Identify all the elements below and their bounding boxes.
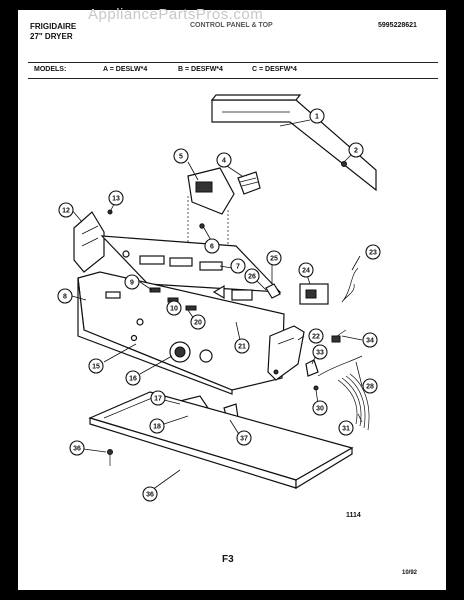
- callout-31: 31: [338, 420, 354, 436]
- switch-assembly: [149, 287, 197, 311]
- callout-22: 22: [308, 328, 324, 344]
- callout-4: 4: [216, 152, 232, 168]
- callout-17: 17: [150, 390, 166, 406]
- section-title: CONTROL PANEL & TOP: [190, 22, 273, 29]
- svg-text:1: 1: [315, 114, 319, 121]
- callout-10: 10: [166, 300, 182, 316]
- callout-13: 13: [108, 190, 124, 206]
- svg-text:8: 8: [63, 294, 67, 301]
- console-front-panel: [77, 271, 285, 395]
- clip-25: [265, 283, 281, 299]
- svg-text:26: 26: [248, 274, 256, 281]
- svg-text:34: 34: [366, 338, 374, 345]
- callout-15: 15: [88, 358, 104, 374]
- svg-text:21: 21: [238, 344, 246, 351]
- watermark: AppliancePartsPros.com: [88, 6, 264, 23]
- svg-text:5: 5: [179, 154, 183, 161]
- screw-2: [341, 161, 347, 167]
- diagram-number: 1114: [346, 512, 361, 519]
- svg-text:23: 23: [369, 250, 377, 257]
- svg-text:22: 22: [312, 334, 320, 341]
- product-label: 27" DRYER: [30, 32, 73, 41]
- model-b: B = DESFW*4: [178, 66, 223, 73]
- callout-1: 1: [309, 108, 325, 124]
- callout-2: 2: [348, 142, 364, 158]
- callout-30: 30: [312, 400, 328, 416]
- wire-bundle: [337, 373, 370, 431]
- svg-text:12: 12: [62, 208, 70, 215]
- svg-text:6: 6: [210, 244, 214, 251]
- svg-text:36: 36: [146, 492, 154, 499]
- screw-6: [199, 223, 205, 229]
- callout-28: 28: [362, 378, 378, 394]
- timer-motor: [299, 283, 329, 305]
- model-a: A = DESLW*4: [103, 66, 148, 73]
- svg-text:18: 18: [153, 424, 161, 431]
- callout-8: 8: [57, 288, 73, 304]
- callout-36b: 36: [142, 486, 158, 502]
- callout-25: 25: [266, 250, 282, 266]
- header-rule-bottom: [28, 78, 438, 79]
- screw-32: [313, 385, 319, 391]
- revision-date: 10/92: [402, 570, 418, 576]
- svg-text:37: 37: [240, 436, 248, 443]
- right-end-cap: [267, 325, 305, 381]
- svg-text:33: 33: [316, 350, 324, 357]
- callout-33: 33: [312, 344, 328, 360]
- svg-text:36: 36: [73, 446, 81, 453]
- left-end-cap: [73, 211, 105, 273]
- svg-text:16: 16: [129, 376, 137, 383]
- models-label: MODELS:: [34, 66, 67, 73]
- svg-text:20: 20: [194, 320, 202, 327]
- control-module: [187, 167, 261, 215]
- brand-label: FRIGIDAIRE: [30, 22, 77, 31]
- svg-text:30: 30: [316, 406, 324, 413]
- svg-text:15: 15: [92, 364, 100, 371]
- callout-37: 37: [236, 430, 252, 446]
- svg-text:10: 10: [170, 306, 178, 313]
- callout-5: 5: [173, 148, 189, 164]
- svg-text:17: 17: [154, 396, 162, 403]
- callout-18: 18: [149, 418, 165, 434]
- callout-21: 21: [234, 338, 250, 354]
- header-rule-top: [28, 62, 438, 63]
- top-cover: [88, 391, 354, 490]
- wire-28: [317, 355, 363, 377]
- svg-text:28: 28: [366, 384, 374, 391]
- svg-text:13: 13: [112, 196, 120, 203]
- callout-16: 16: [125, 370, 141, 386]
- leader-lines: [71, 119, 363, 491]
- callout-20: 20: [190, 314, 206, 330]
- callout-36: 36: [69, 440, 85, 456]
- callout-9: 9: [124, 274, 140, 290]
- callout-26: 26: [244, 268, 260, 284]
- svg-text:25: 25: [270, 256, 278, 263]
- switch-parts: [305, 329, 347, 377]
- callout-12: 12: [58, 202, 74, 218]
- svg-text:4: 4: [222, 158, 226, 165]
- callout-6: 6: [204, 238, 220, 254]
- page-label: F3: [222, 554, 234, 565]
- svg-text:7: 7: [236, 264, 240, 271]
- screw-35: [107, 449, 113, 466]
- callout-24: 24: [298, 262, 314, 278]
- model-c: C = DESFW*4: [252, 66, 297, 73]
- callout-34: 34: [362, 332, 378, 348]
- svg-text:2: 2: [354, 148, 358, 155]
- backsplash-panel: [210, 94, 377, 192]
- wire-harness-23: [341, 267, 359, 303]
- svg-text:31: 31: [342, 426, 350, 433]
- callout-7: 7: [230, 258, 246, 274]
- part-number: 5995228621: [378, 22, 417, 29]
- svg-text:24: 24: [302, 268, 310, 275]
- callout-3: 23: [365, 244, 381, 260]
- svg-text:9: 9: [130, 280, 134, 287]
- timer-knob: [169, 341, 191, 363]
